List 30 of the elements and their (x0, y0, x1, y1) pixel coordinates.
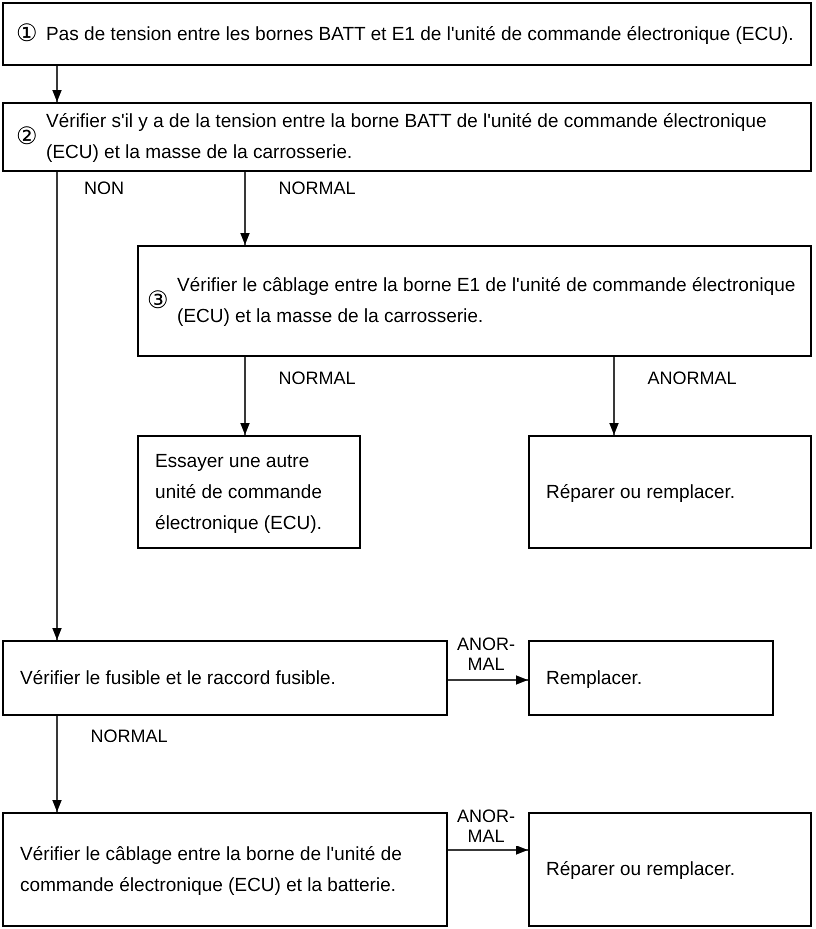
step-number: ③ (147, 289, 169, 313)
process-box (2, 2, 812, 66)
step-text: Vérifier le câblage entre la borne E1 de l'unité de commande électronique (ECU) et la masse de la carrosserie. (177, 274, 796, 329)
step-text: Vérifier le fusible et le raccord fusible. (20, 666, 336, 690)
arrow (448, 675, 528, 685)
edge-label: ANOR- MAL (454, 806, 518, 846)
step-text: Remplacer. (546, 666, 642, 690)
process-box (528, 812, 812, 927)
arrow (52, 66, 62, 102)
arrow (609, 357, 619, 435)
arrow (240, 172, 250, 245)
process-box (528, 640, 774, 716)
step-number: ② (16, 125, 38, 149)
process-box (2, 102, 812, 172)
arrow (240, 357, 250, 435)
step-text: Essayer une autre unité de commande électronique (ECU). (155, 450, 323, 536)
process-box (2, 812, 448, 927)
step-text: Vérifier s'il y a de la tension entre la borne BATT de l'unité de commande électronique (ECU) et la masse de la carrosserie. (46, 110, 768, 165)
step-number: ① (16, 22, 38, 46)
process-box (137, 435, 361, 549)
arrow (448, 845, 528, 855)
process-box (528, 435, 812, 549)
process-box (2, 640, 448, 716)
arrow (52, 716, 62, 812)
step-text: Réparer ou remplacer. (546, 480, 736, 504)
step-text: Pas de tension entre les bornes BATT et E1 de l'unité de commande électronique (ECU). (46, 22, 794, 46)
process-box (137, 245, 812, 357)
step-text: Vérifier le câblage entre la borne de l'unité de commande électronique (ECU) et la batterie. (20, 842, 403, 898)
arrow (52, 172, 62, 640)
step-text: Réparer ou remplacer. (546, 858, 736, 882)
